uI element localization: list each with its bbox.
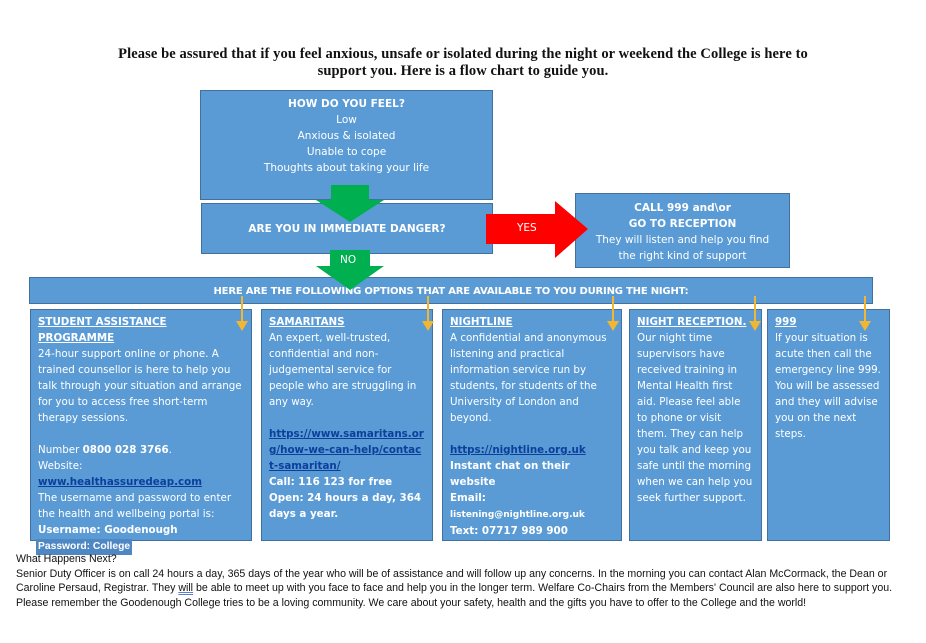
sap-website-label: Website: [38,460,83,472]
card-title: STUDENT ASSISTANCE PROGRAMME [38,316,167,344]
card-title: NIGHTLINE [450,316,513,328]
card-nightline: NIGHTLINE A confidential and anonymous l… [442,309,622,569]
samaritans-open: Open: 24 hours a day, 364 days a year. [269,492,422,520]
sap-username: Username: Goodenough [38,524,178,536]
feel-item: Unable to cope [306,146,387,158]
nightline-link[interactable]: https://nightline.org.uk [450,444,586,456]
nightline-text: Text: 07717 989 900 [450,525,568,537]
card-description: If your situation is acute then call the… [775,332,881,440]
card-title: 999 [775,316,797,328]
nightline-email: Email: listening@nightline.org.uk [450,492,585,520]
sap-website-link[interactable]: www.healthassuredeap.com [38,476,202,488]
card-samaritans: SAMARITANS An expert, well-trusted, conf… [261,309,433,541]
grammar-flag: will [178,582,194,594]
no-label: NO [340,254,357,266]
yes-arrow-icon [486,201,588,258]
samaritans-link[interactable]: https://www.samaritans.org/how-we-can-he… [269,428,424,472]
feel-item: Anxious & isolated [297,130,396,142]
feel-title: HOW DO YOU FEEL? [288,98,405,110]
sap-portal-text: The username and password to enter the h… [38,492,232,520]
danger-question: ARE YOU IN IMMEDIATE DANGER? [248,223,446,235]
sap-phone: Number 0800 028 3766. [38,444,172,456]
call-line-2: GO TO RECEPTION [628,218,737,230]
feel-item: Low [336,114,357,126]
footer-paragraph: Senior Duty Officer is on call 24 hours … [16,567,893,609]
nightline-open: Open from: 6pm to 2am in term time [450,541,603,569]
card-title: SAMARITANS [269,316,345,328]
feel-item: Thoughts about taking your life [263,162,430,174]
options-bar-text: HERE ARE THE FOLLOWING OPTIONS THAT ARE … [213,286,689,297]
sap-password: Password: College [36,539,133,555]
card-title: NIGHT RECEPTION. [637,316,747,328]
how-do-you-feel-box: HOW DO YOU FEEL? Low Anxious & isolated … [200,90,493,200]
card-description: An expert, well-trusted, confidential an… [269,332,417,408]
call-line-1: CALL 999 and\or [634,202,731,214]
card-student-assistance: STUDENT ASSISTANCE PROGRAMME 24-hour sup… [30,309,252,555]
call-999-box: CALL 999 and\or GO TO RECEPTION They wil… [575,193,790,268]
card-999: 999 If your situation is acute then call… [767,309,890,541]
footer-title: What Happens Next? [16,553,117,565]
nightline-chat: Instant chat on their website [450,460,570,488]
what-happens-next: What Happens Next? Senior Duty Officer i… [16,552,916,610]
options-bar: HERE ARE THE FOLLOWING OPTIONS THAT ARE … [29,277,873,304]
samaritans-call: Call: 116 123 for free [269,476,393,488]
immediate-danger-box: ARE YOU IN IMMEDIATE DANGER? [201,203,493,254]
call-line-3: They will listen and help you find [595,234,770,246]
card-description: Our night time supervisors have received… [637,332,753,504]
heading-line-2: support you. Here is a flow chart to gui… [317,63,609,79]
yes-label: YES [517,222,537,234]
card-description: A confidential and anonymous listening a… [450,332,607,424]
card-description: 24-hour support online or phone. A train… [38,348,242,424]
heading-line-1: Please be assured that if you feel anxio… [118,46,808,62]
nightline-email-address[interactable]: listening@nightline.org.uk [450,510,585,520]
sap-phone-number: 0800 028 3766 [82,444,169,456]
call-line-4: the right kind of support [618,250,747,262]
card-night-reception: NIGHT RECEPTION. Our night time supervis… [629,309,762,541]
page-heading: Please be assured that if you feel anxio… [20,46,906,80]
